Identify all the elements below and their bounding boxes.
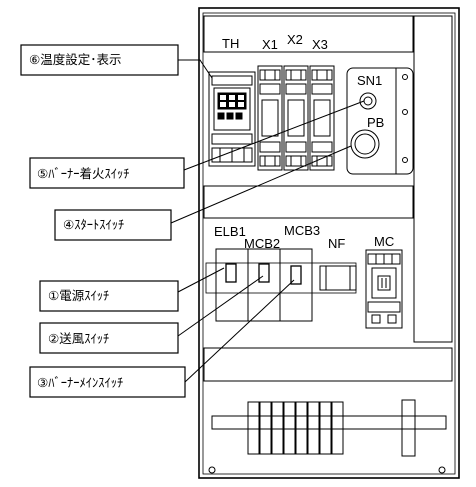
label-x2: X2 bbox=[287, 32, 303, 47]
label-sn1: SN1 bbox=[357, 73, 382, 88]
label-mcb2: MCB2 bbox=[244, 236, 280, 251]
callout-4-text: ④ｽﾀｰﾄｽｲｯﾁ bbox=[63, 217, 124, 232]
label-x3: X3 bbox=[312, 37, 328, 52]
door-plate bbox=[346, 67, 414, 175]
start-switch-pb bbox=[350, 129, 380, 159]
panel-enclosure bbox=[198, 7, 460, 479]
label-pb: PB bbox=[367, 115, 384, 130]
leader-5 bbox=[183, 100, 365, 171]
callout-2-text: ②送風ｽｲｯﾁ bbox=[48, 331, 109, 346]
breaker-elb1 bbox=[215, 248, 249, 322]
leader-4 bbox=[170, 145, 352, 224]
callout-2-box bbox=[39, 322, 179, 354]
relay-x1 bbox=[257, 65, 283, 171]
callout-5-text: ⑤ﾊﾞｰﾅｰ着火ｽｲｯﾁ bbox=[37, 166, 129, 181]
leader-2 bbox=[177, 275, 264, 337]
relay-x3 bbox=[309, 65, 335, 171]
breaker-mcb3 bbox=[279, 248, 313, 322]
callout-1-box bbox=[39, 280, 179, 312]
relay-x2 bbox=[283, 65, 309, 171]
label-mc: MC bbox=[374, 234, 394, 249]
din-rail bbox=[205, 262, 357, 294]
callout-4-box bbox=[54, 209, 172, 241]
label-th: TH bbox=[222, 36, 239, 51]
temperature-controller-th bbox=[208, 71, 256, 167]
callout-1-text: ①電源ｽｲｯﾁ bbox=[48, 288, 109, 303]
label-nf: NF bbox=[328, 236, 345, 251]
burner-ignition-switch-sn1 bbox=[359, 92, 377, 110]
callout-5-box bbox=[29, 157, 185, 189]
breaker-mcb2 bbox=[247, 248, 281, 322]
label-mcb3: MCB3 bbox=[284, 223, 320, 238]
contactor-mc bbox=[365, 249, 403, 329]
leader-3 bbox=[184, 279, 295, 383]
noise-filter-nf bbox=[319, 265, 357, 291]
leader-6 bbox=[178, 59, 213, 79]
terminal-block bbox=[211, 399, 447, 457]
callout-6-text: ⑥温度設定･表示 bbox=[29, 52, 121, 67]
leader-1 bbox=[177, 267, 225, 293]
callout-3-text: ③ﾊﾞｰﾅｰﾒｲﾝｽｲｯﾁ bbox=[37, 375, 123, 390]
leader-lines bbox=[170, 59, 365, 383]
label-elb1: ELB1 bbox=[214, 224, 246, 239]
label-x1: X1 bbox=[262, 37, 278, 52]
